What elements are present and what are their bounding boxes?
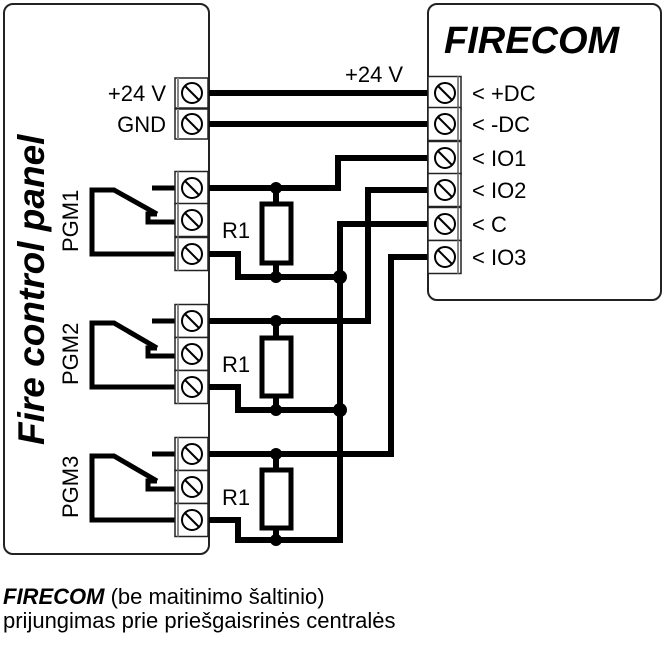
relay-pgm2 xyxy=(89,318,175,390)
caption: FIRECOM (be maitinimo šaltinio) prijungi… xyxy=(3,585,396,633)
junctions xyxy=(270,182,347,546)
junction-dot xyxy=(270,534,282,546)
screw-terminal xyxy=(174,336,209,372)
wires xyxy=(209,90,428,543)
terminal-label-io3: < IO3 xyxy=(472,245,526,270)
screw-terminal xyxy=(174,236,209,272)
wire-common xyxy=(276,221,428,543)
wire-label-plus24v: +24 V xyxy=(345,62,403,87)
junction-dot xyxy=(270,271,282,283)
pgm3-terminal-block xyxy=(174,436,209,538)
junction-dot xyxy=(270,315,282,327)
screw-terminal xyxy=(427,206,462,242)
relay-pgm1 xyxy=(89,185,175,257)
resistor-r1-pgm2 xyxy=(259,335,294,399)
screw-terminal xyxy=(174,170,209,206)
screw-terminal xyxy=(174,369,209,405)
panel-power-terminal-block xyxy=(174,77,209,140)
resistor-label: R1 xyxy=(222,218,250,243)
terminal-label-gnd: GND xyxy=(117,112,166,137)
fire-control-panel-box xyxy=(3,3,210,555)
output-label-pgm1: PGM1 xyxy=(58,190,83,252)
junction-dot xyxy=(333,270,347,284)
screw-terminal xyxy=(174,502,209,538)
terminal-label-io1: < IO1 xyxy=(472,146,526,171)
junction-dot xyxy=(270,182,282,194)
junction-dot xyxy=(270,404,282,416)
screw-terminal xyxy=(174,303,209,339)
screw-terminal xyxy=(174,202,209,238)
resistor-label: R1 xyxy=(222,485,250,510)
resistor-label: R1 xyxy=(222,352,250,377)
pgm1-terminal-block xyxy=(174,170,209,272)
terminal-label-plus24v: +24 V xyxy=(108,81,166,106)
junction-dot xyxy=(270,448,282,460)
resistor-r1-pgm1 xyxy=(259,201,294,266)
terminal-label-plus-dc: < +DC xyxy=(472,81,536,106)
output-label-pgm2: PGM2 xyxy=(58,323,83,385)
terminal-label-minus-dc: < -DC xyxy=(472,112,530,137)
firecom-terminal-block xyxy=(427,75,462,275)
terminal-label-io2: < IO2 xyxy=(472,178,526,203)
caption-line-1-rest: (be maitinimo šaltinio) xyxy=(104,584,325,609)
screw-terminal xyxy=(174,436,209,472)
caption-brand: FIRECOM xyxy=(3,584,105,609)
output-label-pgm3: PGM3 xyxy=(58,456,83,518)
panel-title: Fire control panel xyxy=(11,134,52,445)
screw-terminal xyxy=(427,140,462,176)
caption-line-2: prijungimas prie priešgaisrinės centralė… xyxy=(3,608,396,633)
screw-terminal xyxy=(174,77,209,109)
screw-terminal xyxy=(174,108,209,140)
screw-terminal xyxy=(427,172,462,208)
wire-io1 xyxy=(209,155,428,191)
relay-pgm3 xyxy=(89,451,175,523)
screw-terminal xyxy=(427,106,462,142)
module-title: FIRECOM xyxy=(444,20,621,62)
wire-pgm3-common xyxy=(209,517,276,543)
wire-io3 xyxy=(209,254,428,457)
screw-terminal xyxy=(427,239,462,275)
pgm2-terminal-block xyxy=(174,303,209,405)
resistor-r1-pgm3 xyxy=(259,467,294,531)
caption-line-1: FIRECOM (be maitinimo šaltinio) xyxy=(3,585,396,609)
wire-pgm2-common xyxy=(209,384,340,413)
terminal-label-c: < C xyxy=(472,212,507,237)
screw-terminal xyxy=(174,469,209,505)
relay-contacts xyxy=(89,185,175,523)
wire-pgm1-common xyxy=(209,251,340,280)
wire-io2 xyxy=(209,187,428,324)
screw-terminal xyxy=(427,75,462,111)
junction-dot xyxy=(333,403,347,417)
